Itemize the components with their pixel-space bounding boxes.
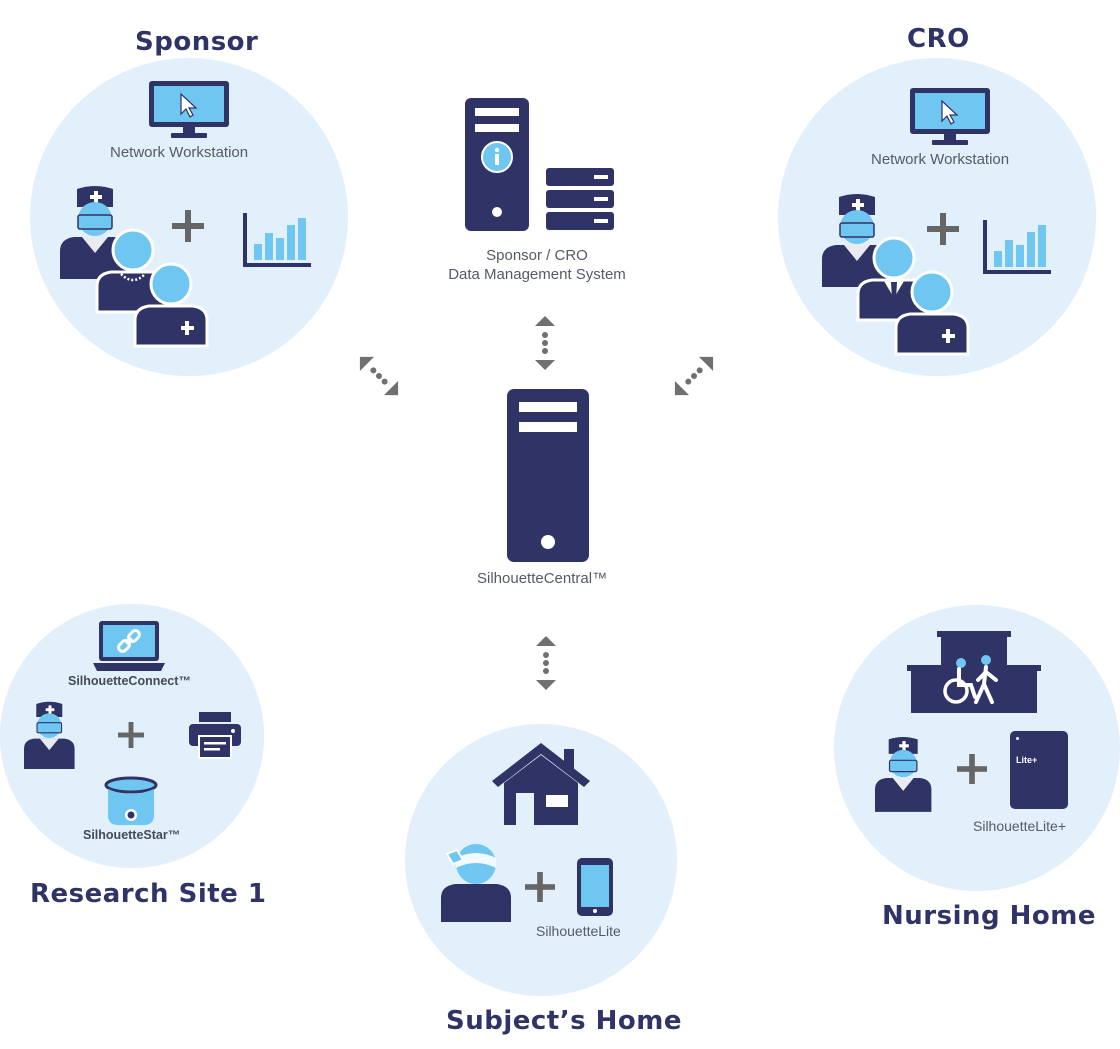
bar-chart-icon [983, 220, 1051, 274]
research-site-title: Research Site 1 [30, 879, 267, 909]
plus-icon [957, 754, 987, 784]
server-tower-icon [507, 389, 589, 562]
wheelchair-icon [943, 658, 977, 704]
tablet-icon: Lite+ [1010, 731, 1068, 809]
plus-icon [525, 872, 555, 902]
plus-icon [118, 722, 144, 748]
doctor-icon [875, 736, 932, 812]
nurse-icon [133, 262, 209, 348]
silhouette-star-label: SilhouetteStar™ [83, 828, 181, 842]
sponsor-workstation-label: Network Workstation [110, 144, 249, 161]
house-icon [492, 743, 590, 825]
nurse-icon [894, 270, 970, 356]
cro-to-central-connector [674, 356, 714, 396]
plus-icon [927, 213, 959, 245]
dms-to-central-connector [535, 316, 555, 370]
tablet-camera-dot [1016, 737, 1019, 740]
printer-icon [189, 712, 241, 759]
dms-label: Sponsor / CRO Data Management System [417, 246, 657, 284]
silhouette-connect-label: SilhouetteConnect™ [68, 674, 191, 688]
bar-chart-icon [243, 213, 311, 267]
central-to-subject-home-connector [536, 636, 556, 690]
smartphone-icon [577, 858, 613, 916]
info-icon [481, 141, 513, 173]
nursing-home-title: Nursing Home [882, 901, 1096, 931]
central-label: SilhouetteCentral™ [477, 570, 608, 587]
sponsor-to-central-connector [359, 356, 399, 396]
bandaged-patient-icon [441, 844, 511, 922]
laptop-link-icon [93, 621, 165, 671]
plus-icon [172, 210, 204, 242]
subject-home-title: Subject’s Home [446, 1006, 682, 1036]
dms-label-line1: Sponsor / CRO [486, 247, 588, 264]
server-rack-icon [546, 168, 614, 230]
silhouette-lite-label: SilhouetteLite [536, 923, 621, 939]
doctor-icon [24, 701, 75, 769]
tablet-screen-text: Lite+ [1016, 755, 1038, 765]
sponsor-title: Sponsor [135, 27, 259, 57]
camera-device-icon [104, 776, 158, 825]
walking-person-icon [974, 655, 998, 704]
dms-label-line2: Data Management System [448, 266, 626, 283]
monitor-icon [149, 81, 229, 138]
monitor-icon [910, 88, 990, 145]
cro-workstation-label: Network Workstation [871, 151, 1010, 168]
cro-title: CRO [907, 24, 970, 54]
silhouette-lite-plus-label: SilhouetteLite+ [973, 818, 1067, 834]
